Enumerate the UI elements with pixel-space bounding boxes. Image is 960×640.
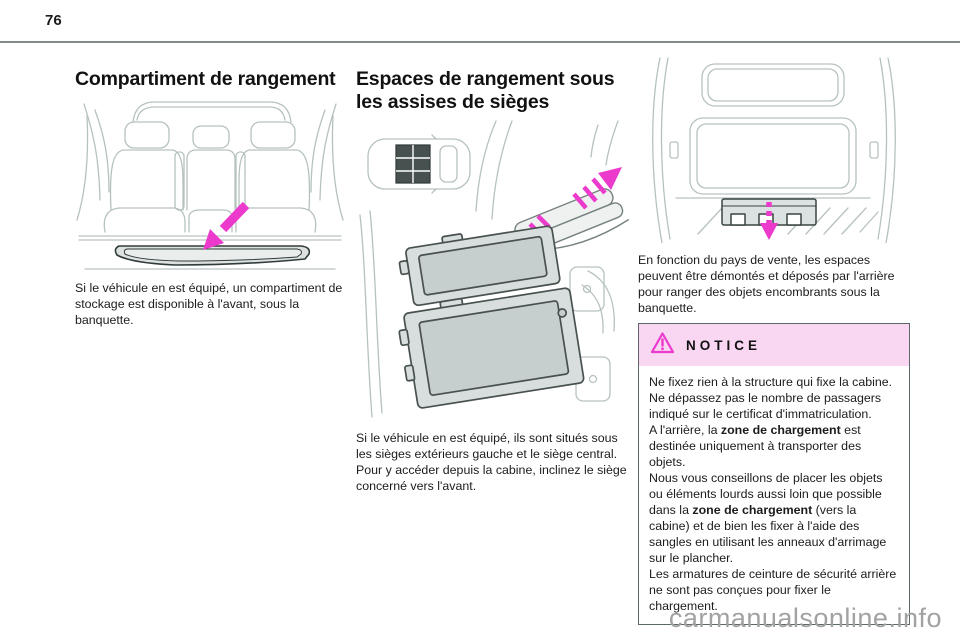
notice-body: Ne fixez rien à la structure qui fixe la… — [649, 375, 897, 613]
front-bench-illustration — [75, 98, 345, 271]
van-rear-illustration — [638, 56, 910, 244]
section-body: En fonction du pays de vente, les espace… — [638, 253, 895, 315]
section-heading: Espaces de rangement sous les assises de… — [356, 68, 615, 113]
magenta-arrow-icon — [203, 201, 250, 250]
notice-title: NOTICE — [686, 337, 762, 353]
notice-box: NOTICE Ne fixez rien à la structure qui … — [638, 323, 910, 625]
background-line-art — [359, 120, 619, 418]
notice-header: NOTICE — [639, 324, 909, 366]
storage-tray — [114, 244, 311, 266]
section-body: Si le véhicule en est équipé, ils sont s… — [356, 431, 627, 494]
page-number: 76 — [45, 12, 62, 29]
section-body: Si le véhicule en est équipé, un compart… — [75, 280, 343, 327]
van-rear-line-art — [652, 57, 896, 244]
storage-bins — [398, 225, 585, 409]
header-rule — [0, 41, 960, 43]
magenta-arrow-up-icon — [572, 167, 622, 210]
magenta-dashed-arrow-icon — [760, 202, 778, 240]
section-espaces-de-rangement: Espaces de rangement sous les assises de… — [356, 68, 630, 494]
under-seat-storage-illustration — [356, 119, 630, 421]
section-heading: Compartiment de rangement — [75, 68, 336, 90]
bench-line-art — [76, 100, 344, 270]
section-depose-arriere: En fonction du pays de vente, les espace… — [638, 56, 910, 625]
section-compartiment-de-rangement: Compartiment de rangement — [75, 68, 345, 328]
van-top-view-seat-grid — [395, 144, 431, 184]
warning-triangle-icon — [650, 331, 675, 359]
watermark: carmanualsonline.info — [668, 603, 942, 633]
